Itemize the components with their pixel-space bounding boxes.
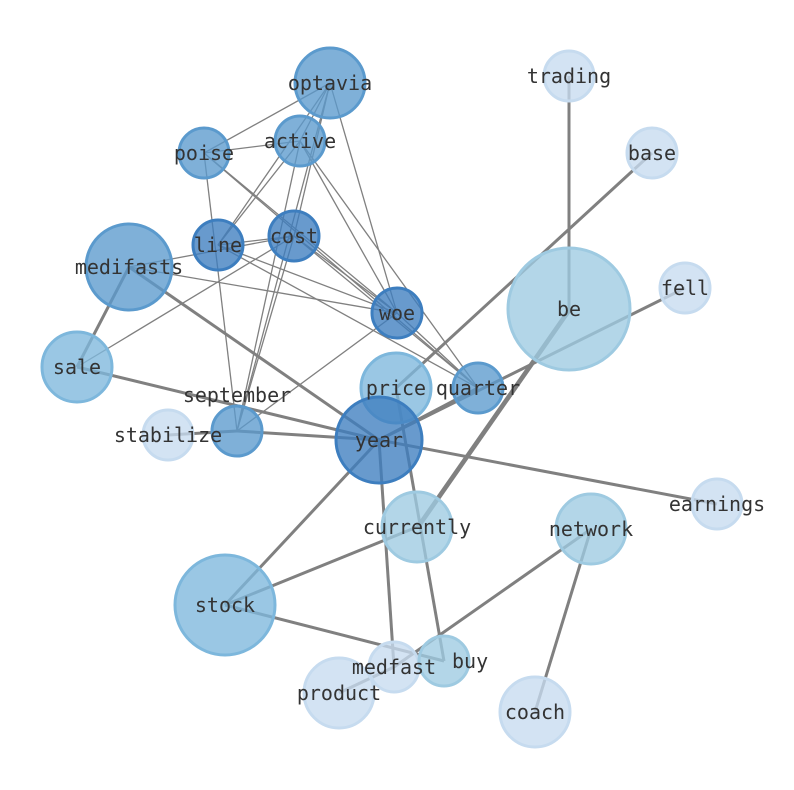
node-label-quarter: quarter [436,376,520,400]
edge-line-woe [217,244,398,314]
node-label-buy: buy [452,649,488,673]
node-network[interactable] [554,492,628,566]
node-quarter[interactable] [451,361,505,415]
node-label-line: line [194,233,242,257]
edge-cost-september [236,235,295,432]
node-label-stabilize: stabilize [114,423,222,447]
node-product[interactable] [302,656,376,730]
edge-woe-september [236,312,398,432]
node-label-stock: stock [195,593,255,617]
node-base[interactable] [625,126,679,180]
node-currently[interactable] [380,490,454,564]
node-earnings[interactable] [690,477,744,531]
node-label-active: active [264,129,336,153]
node-woe[interactable] [370,286,424,340]
node-coach[interactable] [498,675,572,749]
node-label-sale: sale [53,355,101,379]
node-label-cost: cost [270,224,318,248]
edge-year-earnings [378,438,718,506]
node-label-be: be [557,297,581,321]
edge-poise-september [203,152,238,432]
node-optavia[interactable] [293,46,367,120]
node-label-poise: poise [174,141,234,165]
edge-optavia-woe [329,82,398,314]
node-label-network: network [549,517,633,541]
node-stock[interactable] [173,553,277,657]
node-label-price: price [366,376,426,400]
nodes-layer [40,46,744,749]
node-label-optavia: optavia [288,71,372,95]
edge-active-september [236,140,301,432]
node-label-base: base [628,141,676,165]
node-label-currently: currently [363,515,471,539]
node-active[interactable] [273,114,327,168]
node-poise[interactable] [177,126,231,180]
node-label-medifasts: medifasts [75,255,183,279]
node-label-september: september [183,383,291,407]
node-label-coach: coach [505,700,565,724]
node-label-medfast: medfast [352,655,436,679]
node-label-fell: fell [661,276,709,300]
edge-sale-year [76,365,380,442]
node-medifasts[interactable] [84,222,174,312]
node-september[interactable] [210,404,264,458]
node-line[interactable] [191,218,245,272]
node-label-trading: trading [527,64,611,88]
node-label-year: year [355,428,403,452]
node-year[interactable] [334,395,424,485]
node-be[interactable] [506,246,632,372]
edge-cost-sale [76,235,295,368]
node-sale[interactable] [40,330,114,404]
node-label-earnings: earnings [669,492,765,516]
node-stabilize[interactable] [141,408,195,462]
node-cost[interactable] [267,209,321,263]
node-trading[interactable] [542,49,596,103]
node-label-woe: woe [379,301,415,325]
node-label-product: product [297,681,381,705]
edge-active-quarter [299,140,479,389]
edge-active-woe [299,140,398,314]
edge-medifasts-woe [128,266,398,314]
node-fell[interactable] [658,261,712,315]
node-buy[interactable] [417,634,471,688]
edge-line-quarter [217,244,479,389]
